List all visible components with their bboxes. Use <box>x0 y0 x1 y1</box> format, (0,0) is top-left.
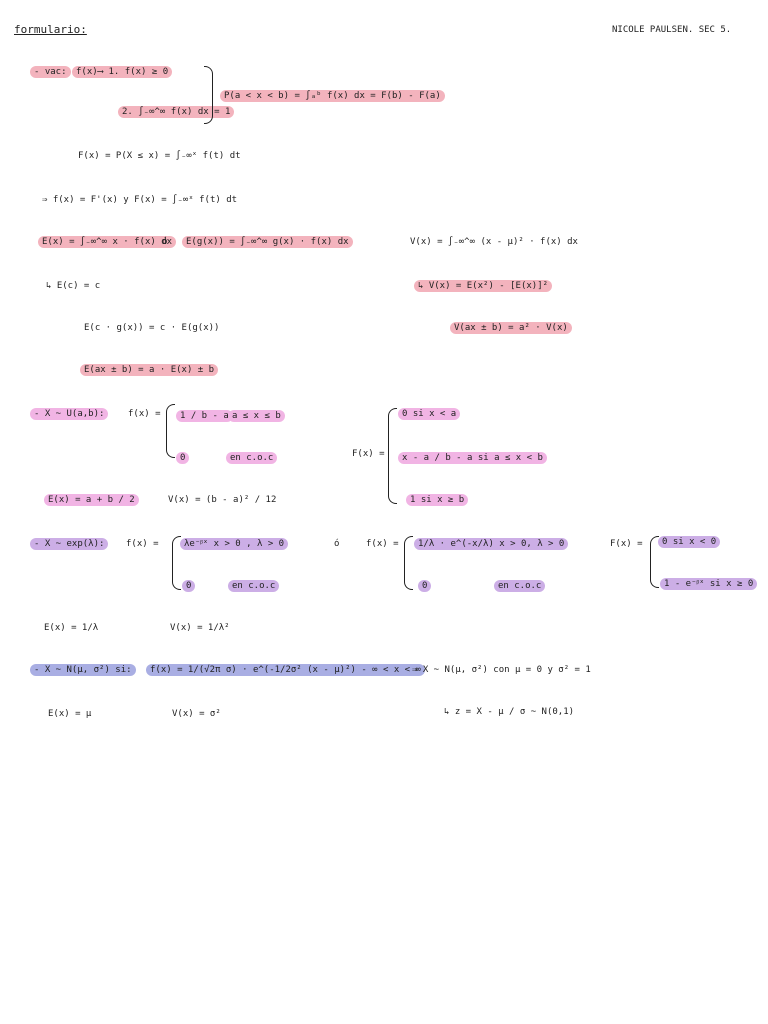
exponential-alt-pdf-zero: 0 <box>418 580 432 592</box>
exponential-pdf-case: λe⁻ᵝˣ x > 0 , λ > 0 <box>180 538 289 550</box>
uniform-cdf-case-1: 0 si x < a <box>398 408 461 420</box>
author-name: NICOLE PAULSEN. SEC 5. <box>612 25 732 35</box>
brace <box>166 404 175 458</box>
brace <box>650 536 659 588</box>
normal-mean: E(x) = μ <box>48 709 92 719</box>
cdf-formula: F(x) = P(X ≤ x) = ∫₋∞ˣ f(t) dt <box>78 151 241 161</box>
z-score-formula: ↳ z = X - μ / σ ~ N(0,1) <box>444 707 575 717</box>
uniform-pdf-range: a ≤ x ≤ b <box>228 410 285 422</box>
or-text: ó <box>334 539 340 549</box>
exponential-alt-pdf-otherwise: en c.o.c <box>494 580 546 592</box>
variance-shortcut: ↳ V(x) = E(x²) - [E(x)]² <box>414 280 553 292</box>
uniform-pdf-label: f(x) = <box>128 409 161 419</box>
exponential-label: - X ~ exp(λ): <box>30 538 109 550</box>
expectation-formula: E(x) = ∫₋∞^∞ x · f(x) dx <box>38 236 177 248</box>
va-label: - vac: <box>30 66 71 78</box>
expectation-scaled: E(c · g(x)) = c · E(g(x)) <box>84 323 220 333</box>
exponential-alt-pdf-case: 1/λ · e^(-x/λ) x > 0, λ > 0 <box>414 538 569 550</box>
uniform-pdf-zero: 0 <box>176 452 190 464</box>
uniform-pdf-fraction: 1 / b - a <box>176 410 233 422</box>
va-condition-2: 2. ∫₋∞^∞ f(x) dx = 1 <box>118 106 235 118</box>
variance-formula: V(x) = ∫₋∞^∞ (x - μ)² · f(x) dx <box>410 237 578 247</box>
page-title: formulario: <box>14 23 87 36</box>
uniform-mean: E(x) = a + b / 2 <box>44 494 139 506</box>
uniform-variance: V(x) = (b - a)² / 12 <box>168 495 277 505</box>
brace <box>204 66 213 124</box>
uniform-label: - X ~ U(a,b): <box>30 408 109 420</box>
exponential-cdf-label: F(x) = <box>610 539 643 549</box>
exponential-variance: V(x) = 1/λ² <box>170 623 230 633</box>
exponential-cdf-case-2: 1 - e⁻ᵝˣ si x ≥ 0 <box>660 578 758 590</box>
exponential-mean: E(x) = 1/λ <box>44 623 99 633</box>
exponential-cdf-case-1: 0 si x < 0 <box>658 536 721 548</box>
brace <box>404 536 413 590</box>
exponential-alt-pdf-label: f(x) = <box>366 539 399 549</box>
or-text: ó <box>162 237 168 247</box>
va-condition-1: f(x)⟶ 1. f(x) ≥ 0 <box>72 66 173 78</box>
uniform-cdf-case-3: 1 si x ≥ b <box>406 494 469 506</box>
normal-label: - X ~ N(μ, σ²) si: <box>30 664 136 676</box>
exponential-pdf-zero: 0 <box>182 580 196 592</box>
derivative-formula: ⇒ f(x) = F'(x) y F(x) = ∫₋∞ˣ f(t) dt <box>42 195 238 205</box>
probability-formula: P(a < x < b) = ∫ₐᵇ f(x) dx = F(b) - F(a) <box>220 90 445 102</box>
normal-pdf: f(x) = 1/(√2π σ) · e^(-1/2σ² (x - μ)²) -… <box>146 664 425 676</box>
exponential-pdf-label: f(x) = <box>126 539 159 549</box>
brace <box>388 408 397 504</box>
variance-linear: V(ax ± b) = a² · V(x) <box>450 322 572 334</box>
uniform-cdf-label: F(x) = <box>352 449 385 459</box>
expectation-g-formula: E(g(x)) = ∫₋∞^∞ g(x) · f(x) dx <box>182 236 353 248</box>
normal-variance: V(x) = σ² <box>172 709 221 719</box>
expectation-constant: ↳ E(c) = c <box>46 281 101 291</box>
uniform-cdf-case-2: x - a / b - a si a ≤ x < b <box>398 452 547 464</box>
brace <box>172 536 181 590</box>
expectation-linear: E(ax ± b) = a · E(x) ± b <box>80 364 219 376</box>
standard-normal-note: ⇒ X ~ N(μ, σ²) con μ = 0 y σ² = 1 <box>412 665 591 675</box>
uniform-pdf-otherwise: en c.o.c <box>226 452 278 464</box>
exponential-pdf-otherwise: en c.o.c <box>228 580 280 592</box>
